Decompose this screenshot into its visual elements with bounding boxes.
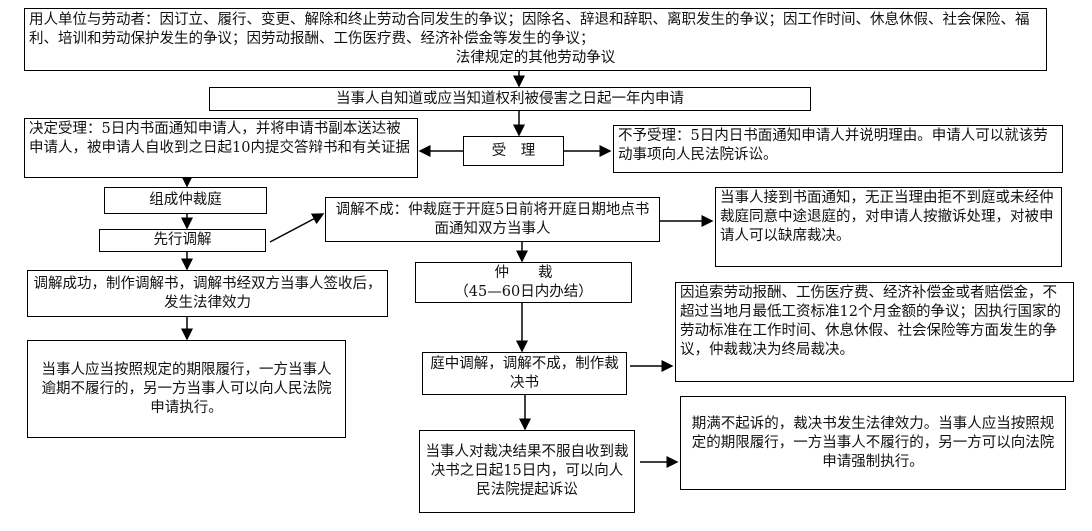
arbitration-period: （45—60日内办结）: [454, 283, 593, 300]
arbitration-box: 仲 裁 （45—60日内办结）: [415, 262, 632, 303]
accept-decision-text: 决定受理：5日内书面通知申请人，并将申请书副本送达被申请人，被申请人自收到之日起…: [29, 121, 410, 156]
effective-box: 期满不起诉的，裁决书发生法律效力。当事人应当按照规定的期限履行，一方当事人不履行…: [680, 396, 1066, 490]
absence-box: 当事人接到书面通知，无正当理由拒不到庭或未经仲裁庭同意中途退庭的，对申请人按撤诉…: [715, 187, 1062, 267]
final-award-box: 因追索劳动报酬、工伤医疗费、经济补偿金或者赔偿金，不超过当地月最低工资标准12个…: [675, 282, 1074, 382]
mediate-first-text: 先行调解: [153, 232, 212, 248]
mediation-success-text: 调解成功，制作调解书，调解书经双方当事人签收后，发生法律效力: [33, 275, 382, 311]
absence-text: 当事人接到书面通知，无正当理由拒不到庭或未经仲裁庭同意中途退庭的，对申请人按撤诉…: [720, 190, 1054, 244]
final-award-text: 因追索劳动报酬、工伤医疗费、经济补偿金或者赔偿金，不超过当地月最低工资标准12个…: [680, 285, 1061, 358]
reject-text: 不予受理：5日内日书面通知申请人并说明理由。申请人可以就该劳动事项向人民法院诉讼…: [618, 128, 1048, 163]
accept-box: 受 理: [463, 136, 564, 166]
accept-text: 受 理: [491, 142, 536, 159]
reject-box: 不予受理：5日内日书面通知申请人并说明理由。申请人可以就该劳动事项向人民法院诉讼…: [613, 125, 1063, 173]
effective-text: 期满不起诉的，裁决书发生法律效力。当事人应当按照规定的期限履行，一方当事人不履行…: [691, 415, 1055, 470]
arrow: [269, 213, 325, 243]
apply-text: 当事人自知道或应当知道权利被侵害之日起一年内申请: [336, 90, 684, 107]
dispute-types-last: 法律规定的其他劳动争议: [455, 50, 616, 66]
apply-box: 当事人自知道或应当知道权利被侵害之日起一年内申请: [209, 87, 811, 111]
dispute-types-box: 用人单位与劳动者：因订立、履行、变更、解除和终止劳动合同发生的争议；因除名、辞退…: [24, 8, 1047, 71]
appeal-box: 当事人对裁决结果不服自收到裁决书之日起15日内，可以向人民法院提起诉讼: [419, 430, 635, 513]
perform-text: 当事人应当按照规定的期限履行，一方当事人逾期不履行的，另一方当事人可以向人民法院…: [41, 361, 332, 416]
court-mediation-text: 庭中调解，调解不成，制作裁决书: [430, 355, 619, 391]
form-tribunal-text: 组成仲裁庭: [149, 192, 222, 208]
appeal-text: 当事人对裁决结果不服自收到裁决书之日起15日内，可以向人民法院提起诉讼: [425, 444, 629, 498]
accept-decision-box: 决定受理：5日内书面通知申请人，并将申请书副本送达被申请人，被申请人自收到之日起…: [24, 118, 418, 178]
arbitration-text: 仲 裁: [494, 264, 553, 281]
mediation-failed-box: 调解不成：仲裁庭于开庭5日前将开庭日期地点书面通知双方当事人: [325, 197, 660, 242]
perform-box: 当事人应当按照规定的期限履行，一方当事人逾期不履行的，另一方当事人可以向人民法院…: [27, 340, 346, 438]
form-tribunal-box: 组成仲裁庭: [104, 187, 267, 214]
mediation-failed-text: 调解不成：仲裁庭于开庭5日前将开庭日期地点书面通知双方当事人: [335, 201, 650, 237]
dispute-types-text: 用人单位与劳动者：因订立、履行、变更、解除和终止劳动合同发生的争议；因除名、辞退…: [29, 12, 1030, 47]
court-mediation-box: 庭中调解，调解不成，制作裁决书: [422, 352, 627, 395]
mediate-first-box: 先行调解: [99, 229, 266, 252]
mediation-success-box: 调解成功，制作调解书，调解书经双方当事人签收后，发生法律效力: [27, 270, 388, 317]
